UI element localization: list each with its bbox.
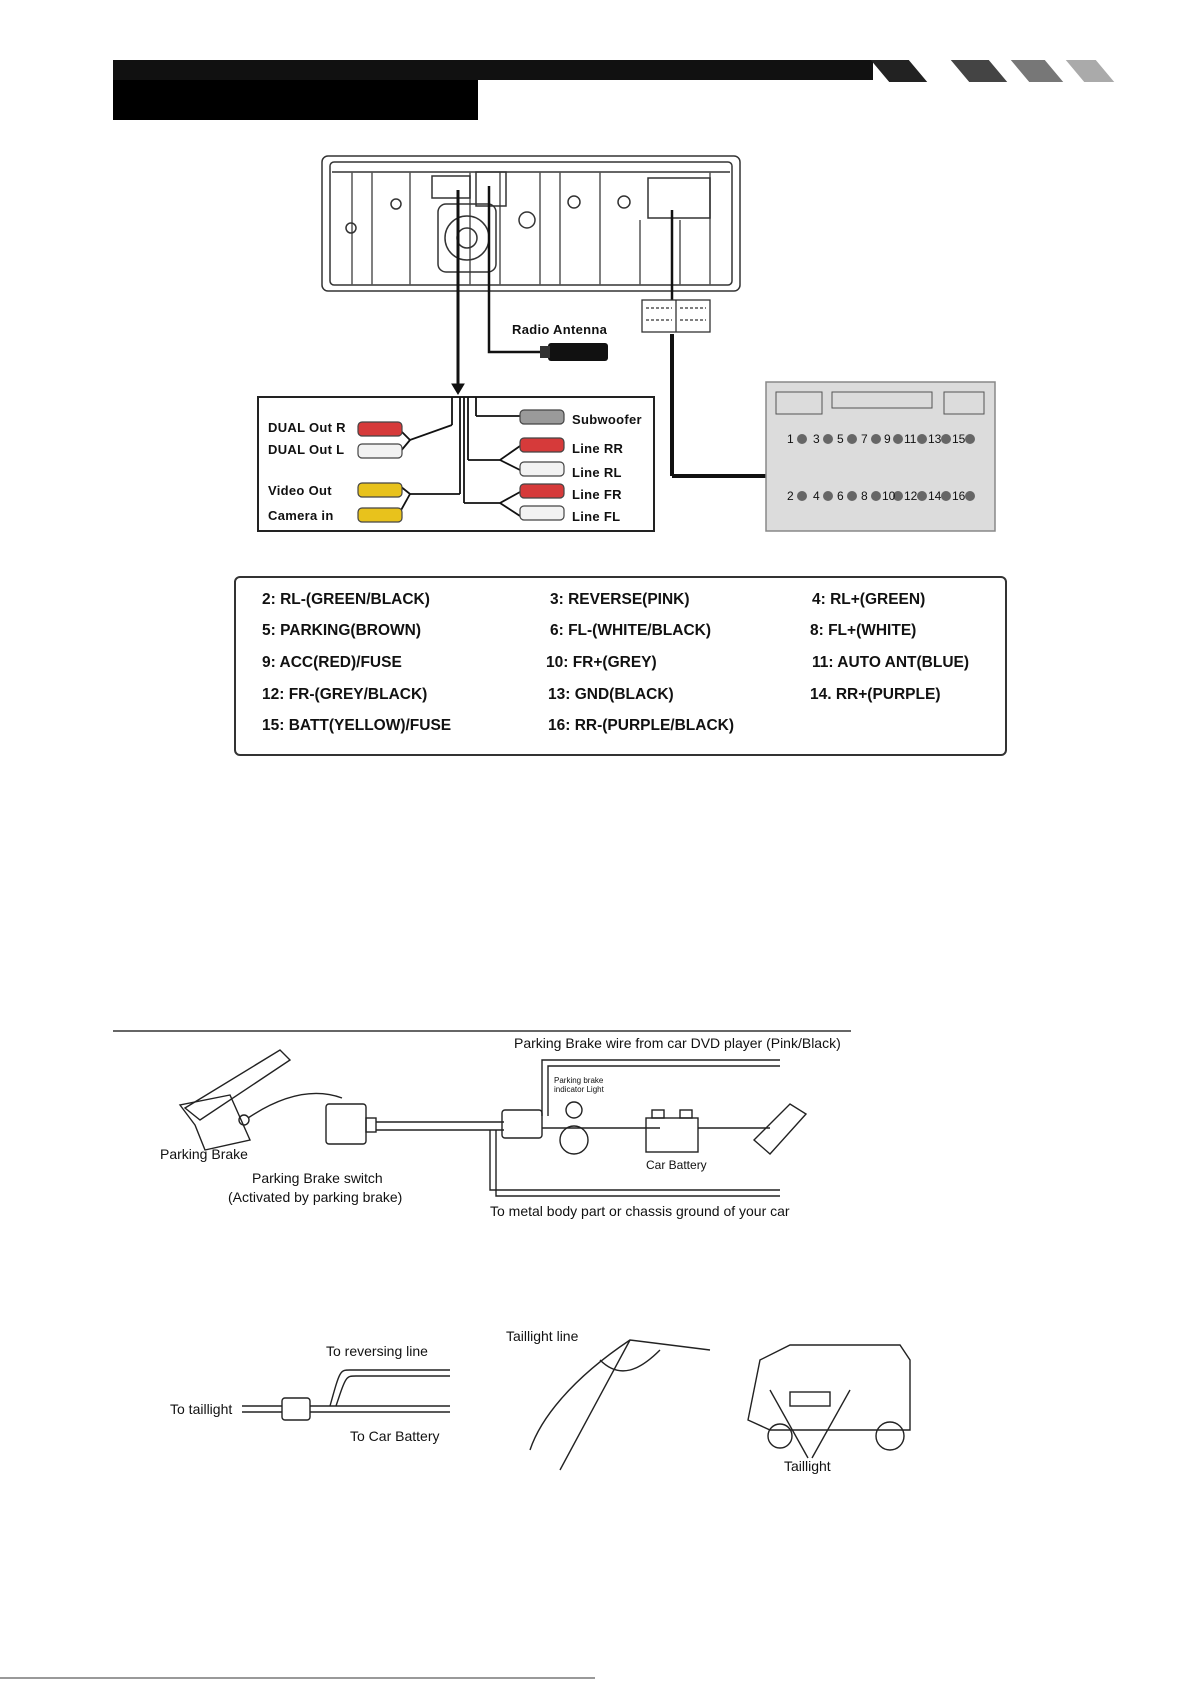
rca-label-dual-out-l: DUAL Out L	[268, 442, 345, 457]
rca-label-subwoofer: Subwoofer	[572, 412, 642, 427]
pin-entry: 11: AUTO ANT(BLUE)	[812, 654, 970, 671]
pin-number: 7	[861, 432, 868, 446]
pin-number: 12	[904, 489, 918, 503]
parking-brake-wire-label: Parking Brake wire from car DVD player (…	[514, 1035, 841, 1051]
pin-entry: 16: RR-(PURPLE/BLACK)	[548, 717, 734, 734]
car-battery-line-label: To Car Battery	[350, 1428, 440, 1444]
radio-antenna-label: Radio Antenna	[512, 322, 608, 337]
pin-entry: 15: BATT(YELLOW)/FUSE	[262, 717, 452, 734]
rca-label-line-fr: Line FR	[572, 487, 622, 502]
pin-entry: 14. RR+(PURPLE)	[810, 686, 941, 703]
rca-plugs-right	[519, 409, 565, 521]
head-unit-rear	[321, 155, 741, 292]
pin-assignment-table	[234, 576, 1007, 756]
pin-entry: 10: FR+(GREY)	[546, 654, 657, 671]
pin-number: 1	[787, 432, 794, 446]
pin-number: 5	[837, 432, 844, 446]
parking-brake-graphic	[178, 1049, 808, 1197]
inline-connector	[641, 299, 711, 333]
pin-entry: 9: ACC(RED)/FUSE	[262, 654, 402, 671]
pin-number: 14	[928, 489, 942, 503]
header-bar	[113, 60, 873, 80]
pin-number: 8	[861, 489, 868, 503]
pin-number: 4	[813, 489, 820, 503]
rca-label-camera-in: Camera in	[268, 508, 334, 523]
rca-label-line-fl: Line FL	[572, 509, 621, 524]
pin-number: 9	[884, 432, 891, 446]
rca-label-line-rr: Line RR	[572, 441, 624, 456]
reverse-graphic	[242, 1339, 911, 1471]
ground-label: To metal body part or chassis ground of …	[490, 1203, 790, 1219]
pin-entry: 3: REVERSE(PINK)	[550, 591, 690, 608]
taillight-input-label: To taillight	[170, 1401, 233, 1417]
car-battery-label: Car Battery	[646, 1158, 707, 1172]
pin-number: 15	[952, 432, 966, 446]
iso-connector	[765, 381, 996, 532]
pin-number: 10	[882, 489, 896, 503]
rca-box	[257, 396, 655, 532]
pin-entry: 8: FL+(WHITE)	[810, 622, 917, 639]
rca-label-line-rl: Line RL	[572, 465, 622, 480]
taillight-label: Taillight	[784, 1458, 831, 1474]
pin-number: 3	[813, 432, 820, 446]
pin-entry: 5: PARKING(BROWN)	[262, 622, 422, 639]
pin-dots	[797, 434, 975, 501]
pin-number: 2	[787, 489, 794, 503]
reversing-line-label: To reversing line	[326, 1343, 428, 1359]
pin-number: 13	[928, 432, 942, 446]
parking-brake-label: Parking Brake	[160, 1146, 248, 1162]
parking-brake-switch-label: Parking Brake switch	[252, 1170, 383, 1186]
taillight-line-label: Taillight line	[506, 1328, 579, 1344]
pin-entry: 4: RL+(GREEN)	[812, 591, 926, 608]
pin-number: 16	[952, 489, 966, 503]
pin-number: 6	[837, 489, 844, 503]
pin-entry: 6: FL-(WHITE/BLACK)	[550, 622, 711, 639]
pin-entry: 13: GND(BLACK)	[548, 686, 674, 703]
rca-plugs-left	[357, 421, 403, 523]
pin-entry: 2: RL-(GREEN/BLACK)	[262, 591, 430, 608]
pin-number: 11	[904, 432, 917, 446]
header-title-tab	[113, 80, 478, 120]
rca-label-dual-out-r: DUAL Out R	[268, 420, 346, 435]
rca-label-video-out: Video Out	[268, 483, 332, 498]
indicator-light-label: Parking brake indicator Light	[554, 1076, 604, 1094]
antenna-plug	[540, 343, 608, 361]
pin-entry: 12: FR-(GREY/BLACK)	[262, 686, 428, 703]
parking-brake-switch-note: (Activated by parking brake)	[228, 1189, 403, 1205]
